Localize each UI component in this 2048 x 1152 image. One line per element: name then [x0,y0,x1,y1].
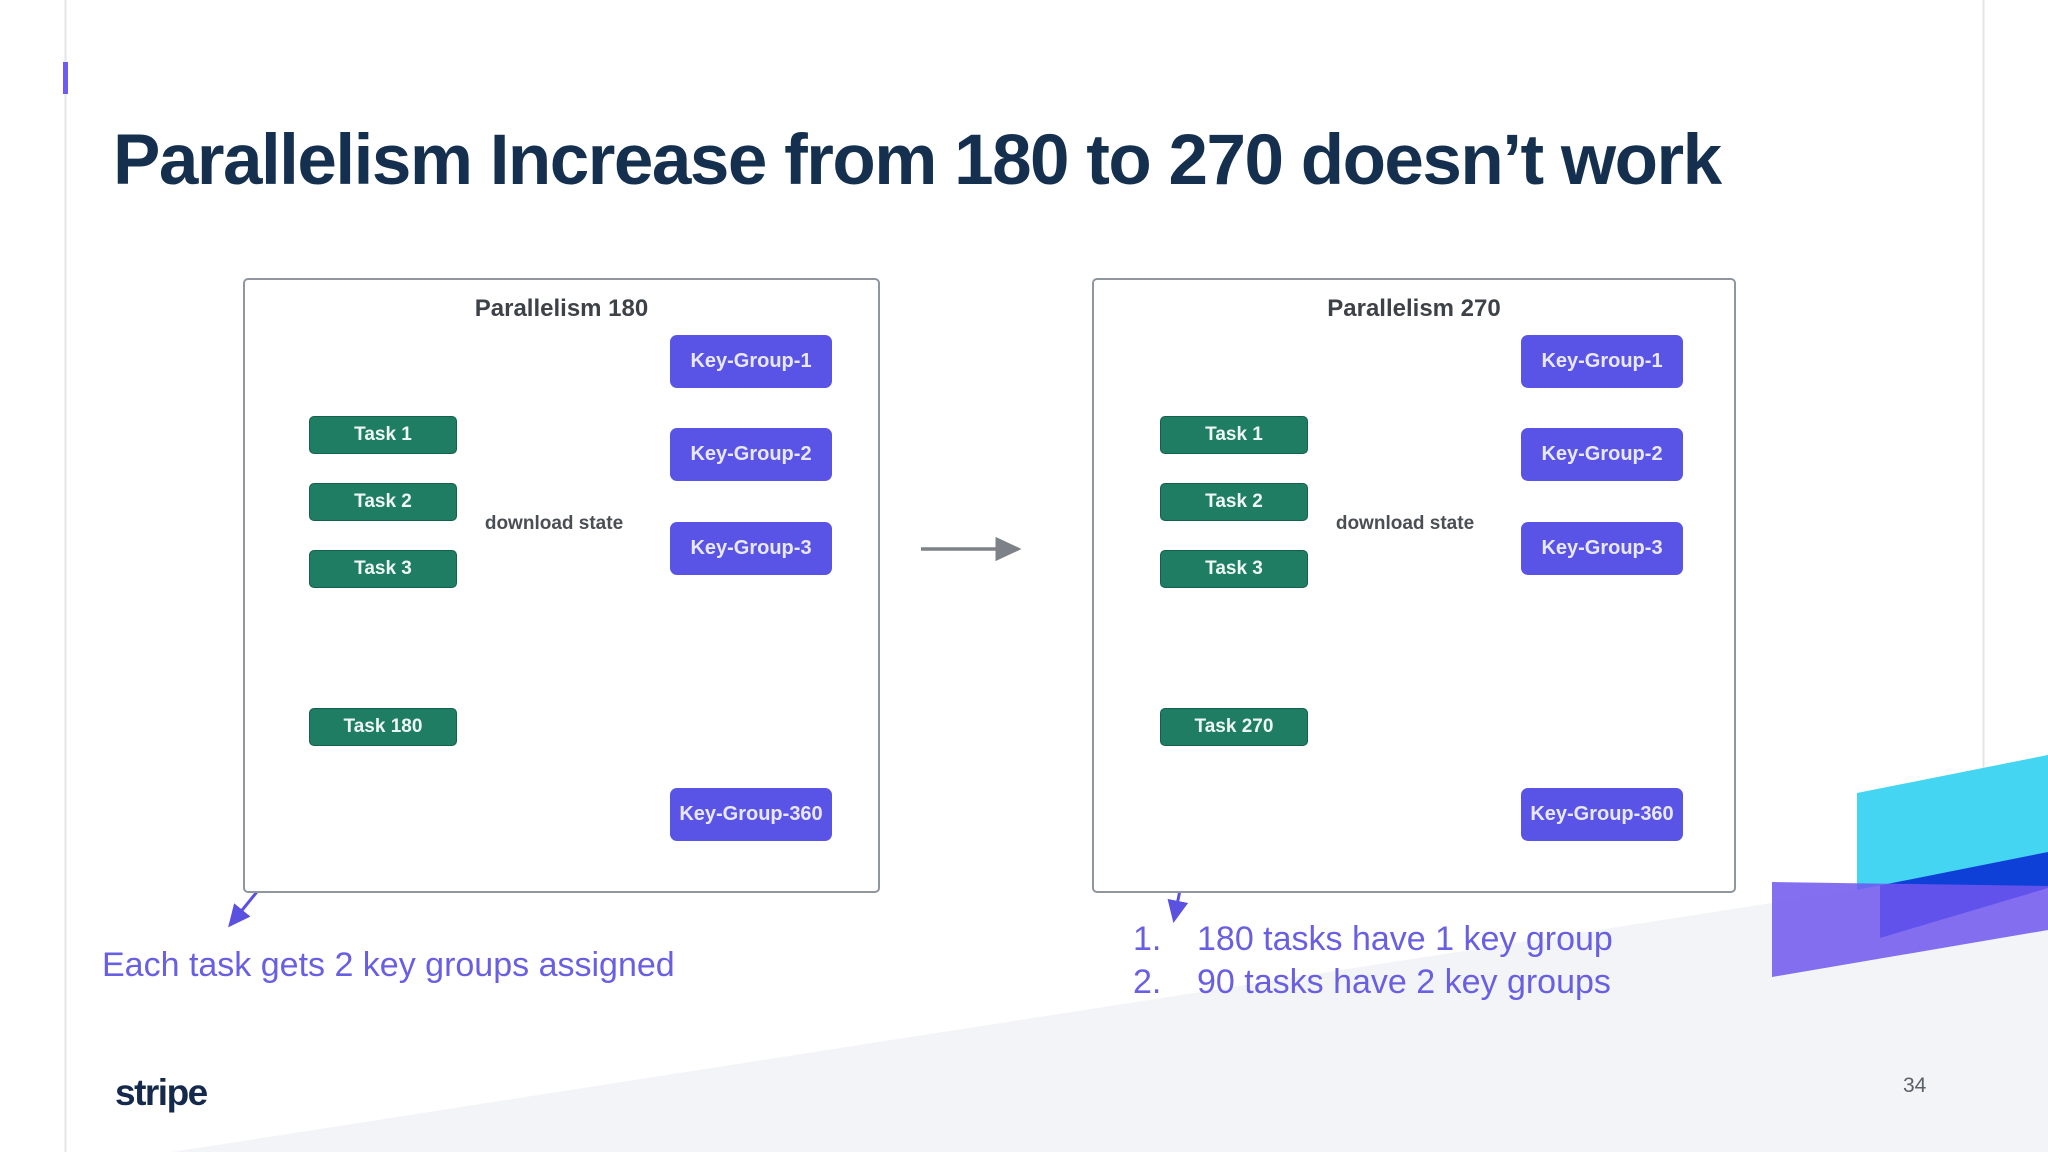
parallelism-180-header: Parallelism 180 [474,295,649,322]
right-annotation-list: 1. 180 tasks have 1 key group 2. 90 task… [1133,918,1613,1004]
footer-diagonal-band [172,860,2048,1152]
task-box: Task 2 [1160,483,1308,521]
key-group-box: Key-Group-3 [670,522,832,575]
key-group-box: Key-Group-360 [1521,788,1683,841]
parallelism-270-header: Parallelism 270 [1327,295,1501,322]
key-group-box: Key-Group-360 [670,788,832,841]
key-group-box: Key-Group-1 [670,335,832,388]
task-box: Task 1 [1160,416,1308,454]
key-group-box: Key-Group-2 [1521,428,1683,481]
task-box: Task 3 [309,550,457,588]
list-item-number: 1. [1133,920,1162,958]
list-item-number: 2. [1133,963,1162,1001]
list-item-text: 180 tasks have 1 key group [1197,920,1613,958]
task-box: Task 1 [309,416,457,454]
list-item: 2. 90 tasks have 2 key groups [1133,961,1613,1004]
task-box: Task 180 [309,708,457,746]
download-state-label: download state [1335,513,1475,534]
download-state-label: download state [484,513,624,534]
key-group-box: Key-Group-2 [670,428,832,481]
left-annotation-text: Each task gets 2 key groups assigned [102,946,675,984]
decor-purple-bar [1772,882,2048,977]
list-item-text: 90 tasks have 2 key groups [1197,963,1611,1001]
decor-cyan-bar [1857,755,2048,890]
slide-title: Parallelism Increase from 180 to 270 doe… [113,121,1722,200]
task-box: Task 3 [1160,550,1308,588]
stripe-logo: stripe [115,1072,208,1113]
key-group-box: Key-Group-3 [1521,522,1683,575]
task-box: Task 270 [1160,708,1308,746]
page-number: 34 [1903,1074,1927,1097]
key-group-box: Key-Group-1 [1521,335,1683,388]
task-box: Task 2 [309,483,457,521]
list-item: 1. 180 tasks have 1 key group [1133,918,1613,961]
